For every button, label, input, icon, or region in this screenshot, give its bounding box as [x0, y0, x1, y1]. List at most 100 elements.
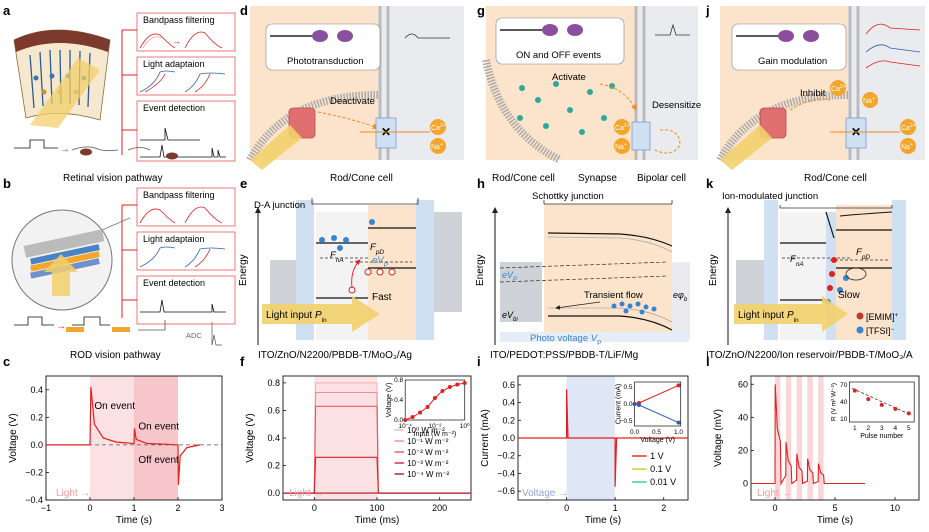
inset-x-tick: 0.5 — [652, 429, 661, 436]
k-energy-label: Energy — [708, 254, 719, 286]
caption-h: ITO/PEDOT:PSS/PBDB-T/LiF/Mg — [490, 350, 638, 361]
svg-text:→: → — [172, 36, 181, 46]
inset-point — [403, 418, 408, 422]
x-axis-label: Time (s) — [116, 515, 152, 526]
inset-x-label: Pulse number — [860, 433, 904, 440]
svg-text:Na+: Na+ — [863, 96, 875, 105]
inset-x-tick: 4 — [893, 425, 897, 432]
inset-point — [418, 410, 423, 415]
signal-strip-a: → — [14, 139, 178, 160]
x-tick-label: −1 — [41, 503, 51, 513]
function-boxes-a: Bandpass filtering → Light adaptaion Eve… — [121, 12, 236, 162]
box-label-event-b: Event detection — [143, 278, 205, 288]
svg-text:FnA: FnA — [790, 254, 804, 268]
svg-text:FpD: FpD — [856, 247, 870, 261]
svg-text:eVP: eVP — [502, 270, 517, 283]
inset-x-tick: 10⁻² — [429, 423, 443, 430]
inset-point — [632, 402, 637, 406]
y-tick-label: −0.2 — [25, 467, 43, 477]
y-tick-label: 40 — [738, 412, 748, 422]
panel-k: Energy Ion-modulated junction FpD FnA Sl… — [706, 191, 913, 361]
annotation-voltage: Voltage → — [522, 488, 568, 499]
signal-strip-b: → — [14, 316, 166, 332]
panel-d: Phototransduction Deactivate ✕ Ca2+ Na+ … — [246, 6, 464, 184]
panel-letter-c: c — [3, 354, 10, 369]
inset-x-label: Voltage (V) — [640, 437, 675, 444]
legend-label: 1 V — [650, 451, 664, 461]
svg-text:Photo voltage VP: Photo voltage VP — [530, 333, 601, 347]
series-line-voltage — [751, 384, 865, 486]
x-tick-label: 5 — [832, 503, 837, 513]
svg-text:Ca2+: Ca2+ — [615, 123, 630, 132]
y-axis-label: Voltage (mV) — [713, 409, 724, 467]
light-pulse-region — [775, 376, 781, 500]
legend-label: 0.01 V — [650, 477, 676, 487]
inset-point — [893, 406, 898, 411]
x-tick-label: 0 — [772, 503, 777, 513]
h-energy-label: Energy — [475, 254, 486, 286]
na-ion-icon — [430, 138, 446, 154]
box-label-bandpass-a: Bandpass filtering — [143, 15, 215, 25]
adc-label: ADC — [186, 331, 202, 340]
e-energy-label: Energy — [238, 254, 249, 286]
j-inhibit: Inhibit — [800, 88, 826, 99]
caption-a: Retinal vision pathway — [63, 173, 163, 184]
svg-text:FnA: FnA — [330, 250, 344, 264]
svg-text:→: → — [56, 321, 66, 332]
inset-point — [906, 411, 911, 416]
y-axis-label: Voltage (V) — [245, 413, 256, 462]
inset-point — [676, 420, 681, 425]
y-tick-label: 0.0 — [30, 440, 43, 450]
y-tick-label: −0.6 — [497, 486, 515, 496]
y-tick-label: 0.2 — [267, 461, 280, 471]
svg-text:Light input Pin: Light input Pin — [738, 310, 799, 324]
inset-x-tick: 1.0 — [674, 429, 683, 436]
panel-g: ON and OFF events Activate Desensitize C… — [482, 6, 701, 184]
inset-fit-line — [851, 387, 912, 416]
inset-frame — [634, 381, 682, 427]
inset-point — [636, 403, 641, 408]
x-tick-label: 2 — [661, 503, 666, 513]
inset-y-tick: 0.8 — [394, 377, 403, 384]
y-axis-label: Current (mA) — [480, 409, 491, 467]
panel-letter-i: i — [477, 354, 481, 369]
inset-x-tick: 2 — [866, 425, 870, 432]
svg-text:[TFSI]−: [TFSI]− — [866, 326, 895, 336]
y-tick-label: 0.4 — [502, 398, 515, 408]
caption-g-3: Bipolar cell — [637, 173, 686, 184]
x-tick-label: 1 — [613, 503, 618, 513]
series-line-1V — [518, 389, 688, 487]
caption-j: Rod/Cone cell — [804, 173, 867, 184]
y-tick-label: 0.4 — [30, 385, 43, 395]
y-tick-label: 0.8 — [267, 378, 280, 388]
panel-letter-b: b — [3, 176, 11, 191]
function-boxes-b: Bandpass filtering Light adaptaion Event… — [121, 187, 236, 346]
panel-letter-e: e — [240, 176, 247, 191]
y-axis-label: Voltage (V) — [8, 413, 19, 462]
x-axis-label: Time (ms) — [355, 515, 400, 526]
inset-x-tick: 0.0 — [630, 429, 639, 436]
x-tick-label: 200 — [432, 503, 447, 513]
inset-point — [455, 382, 460, 387]
g-title: ON and OFF events — [516, 50, 601, 61]
legend-label: 10⁰ W m⁻² — [407, 426, 445, 435]
annotation-on-event-1: On event — [94, 401, 135, 412]
svg-text:eφb: eφb — [673, 290, 688, 303]
inset-y-tick: 10 — [840, 416, 848, 423]
svg-text:Ca2+: Ca2+ — [431, 123, 446, 132]
d-title: Phototransduction — [287, 56, 364, 67]
inset-x-label: Input (W m⁻²) — [414, 431, 457, 438]
inset-point — [879, 402, 884, 407]
x-tick-label: 0 — [564, 503, 569, 513]
g-desensitize: Desensitize — [652, 100, 701, 111]
legend-label: 10⁻² W m⁻² — [407, 448, 449, 457]
y-tick-label: 0.2 — [30, 412, 43, 422]
caption-g-2: Synapse — [578, 173, 617, 184]
annotation-on-event-2: On event — [138, 422, 179, 433]
e-junction-label: D-A junction — [254, 200, 305, 211]
legend-label: 0.1 V — [650, 464, 671, 474]
